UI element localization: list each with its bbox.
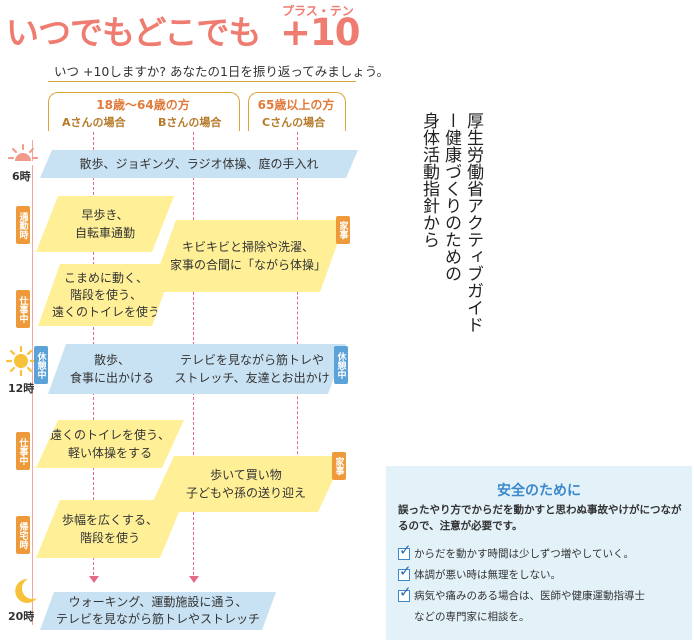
person-a-arrow [89, 576, 99, 583]
band-shopping-bc-line2: 子どもや孫の送り迎え [185, 486, 306, 500]
time-6: 6時 [12, 170, 31, 183]
safety-box: 安全のために 誤ったやり方でからだを動かすと思わぬ事故やけがにつながるので、注意… [386, 466, 692, 640]
band-evening-line1: ウォーキング、運動施設に通う、 [68, 595, 248, 609]
checkbox-checked-icon [398, 590, 410, 602]
band-lunch-bc-line1: テレビを見ながら筋トレや [179, 353, 324, 367]
band-commute-a-line2: 自転車通勤 [74, 226, 135, 240]
band-lunch-a-line1: 散歩、 [93, 353, 130, 367]
subtitle: いつ +10しますか? あなたの1日を振り返ってみましょう。 [54, 64, 390, 79]
band-work-a-line1: こまめに動く、 [63, 270, 148, 285]
band-work-pm-a-line2: 軽い体操をする [67, 446, 152, 460]
band-work-pm-a: 遠くのトイレを使う、 軽い体操をする [36, 420, 184, 468]
safety-item-3-cont: などの専門家に相談を。 [414, 611, 530, 623]
label-break-c: 休憩中 [334, 346, 348, 384]
safety-title: 安全のために [497, 483, 581, 499]
age-tab-18-64-title: 18歳〜64歳の方 [96, 98, 190, 112]
checkmark-icon: ✓ [399, 583, 412, 601]
band-lunch: 散歩、 食事に出かける テレビを見ながら筋トレや ストレッチ、友達とお出かけ [48, 344, 346, 394]
label-commute-evening: 帰宅時 [16, 516, 30, 554]
crescent-moon-icon [14, 578, 38, 608]
safety-item-3: 病気や痛みのある場合は、医師や健康運動指導士 [414, 590, 645, 602]
person-c-timeline [297, 132, 298, 504]
band-house-bc-line2: 家事の合間に「ながら体操」 [169, 258, 326, 272]
checkmark-icon: ✓ [399, 562, 412, 580]
band-commute-a-line1: 早歩き、 [81, 208, 129, 222]
header-rule [48, 81, 356, 82]
page-title: いつでもどこでも [6, 13, 261, 52]
label-work-afternoon: 仕事中 [16, 432, 30, 470]
band-work-a-line3: 遠くのトイレを使う [51, 304, 160, 319]
band-home-a: 歩幅を広くする、 階段を使う [36, 500, 184, 558]
band-work-a-line2: 階段を使う、 [69, 287, 142, 302]
band-evening-ab: ウォーキング、運動施設に通う、 テレビを見ながら筋トレやストレッチ [40, 592, 276, 630]
time-12: 12時 [8, 382, 35, 395]
checkbox-checked-icon [398, 569, 410, 581]
label-commute-morning: 通勤時 [16, 206, 30, 244]
person-a-label: Aさんの場合 [62, 116, 126, 129]
label-house-afternoon: 家事 [332, 452, 346, 480]
band-home-a-line2: 階段を使う [79, 531, 140, 545]
time-20: 20時 [8, 610, 35, 623]
band-work-pm-a-line1: 遠くのトイレを使う、 [49, 428, 170, 442]
band-commute-a: 早歩き、 自転車通勤 [36, 196, 174, 252]
safety-item-1: からだを動かす時間は少しずつ増やしていく。 [414, 548, 634, 560]
age-tab-18-64 [48, 92, 240, 131]
safety-intro: 誤ったやり方でからだを動かすと思わぬ事故やけがにつながるので、注意が必要です。 [398, 504, 682, 532]
credit-line3: 身体活動指針から [419, 112, 439, 248]
band-house-bc-line1: キビキビと掃除や洗濯、 [181, 240, 314, 254]
sun-icon [5, 345, 37, 380]
band-lunch-a: 散歩、 食事に出かける [57, 351, 167, 387]
credit-line1: 厚生労働省アクティブガイド [463, 112, 483, 333]
band-lunch-bc: テレビを見ながら筋トレや ストレッチ、友達とお出かけ [167, 351, 337, 387]
band-shopping-bc-line1: 歩いて買い物 [210, 468, 282, 482]
source-credit: 厚生労働省アクティブガイド ー健康づくりのための 身体活動指針から [418, 112, 484, 382]
title-ruby: プラス・テン [282, 4, 354, 18]
checkmark-icon: ✓ [399, 541, 412, 559]
label-house-morning: 家事 [336, 216, 350, 244]
age-tab-65plus [248, 92, 346, 131]
sunrise-icon [8, 143, 38, 169]
band-home-a-line1: 歩幅を広くする、 [61, 513, 158, 527]
age-tab-65plus-title: 65歳以上の方 [257, 98, 335, 112]
band-evening-line2: テレビを見ながら筋トレやストレッチ [55, 612, 260, 626]
band-lunch-a-line2: 食事に出かける [69, 371, 154, 385]
band-morning-all: 散歩、ジョギング、ラジオ体操、庭の手入れ [40, 150, 358, 178]
checkbox-checked-icon [398, 548, 410, 560]
person-c-label: Cさんの場合 [262, 116, 326, 129]
time-ruler [32, 140, 33, 625]
band-work-a: こまめに動く、 階段を使う、 遠くのトイレを使う [38, 264, 174, 326]
credit-line2: ー健康づくりのための [441, 112, 461, 282]
plus-ten-logo: +10 [280, 11, 360, 54]
band-lunch-bc-line2: ストレッチ、友達とお出かけ [174, 371, 330, 385]
person-b-arrow [189, 576, 199, 583]
person-b-label: Bさんの場合 [158, 116, 222, 129]
label-work-morning: 仕事中 [16, 290, 30, 328]
label-break-a: 休憩中 [34, 346, 48, 384]
band-house-bc: キビキビと掃除や洗濯、 家事の合間に「ながら体操」 [150, 220, 346, 292]
safety-item-2: 体調が悪い時は無理をしない。 [414, 569, 561, 581]
